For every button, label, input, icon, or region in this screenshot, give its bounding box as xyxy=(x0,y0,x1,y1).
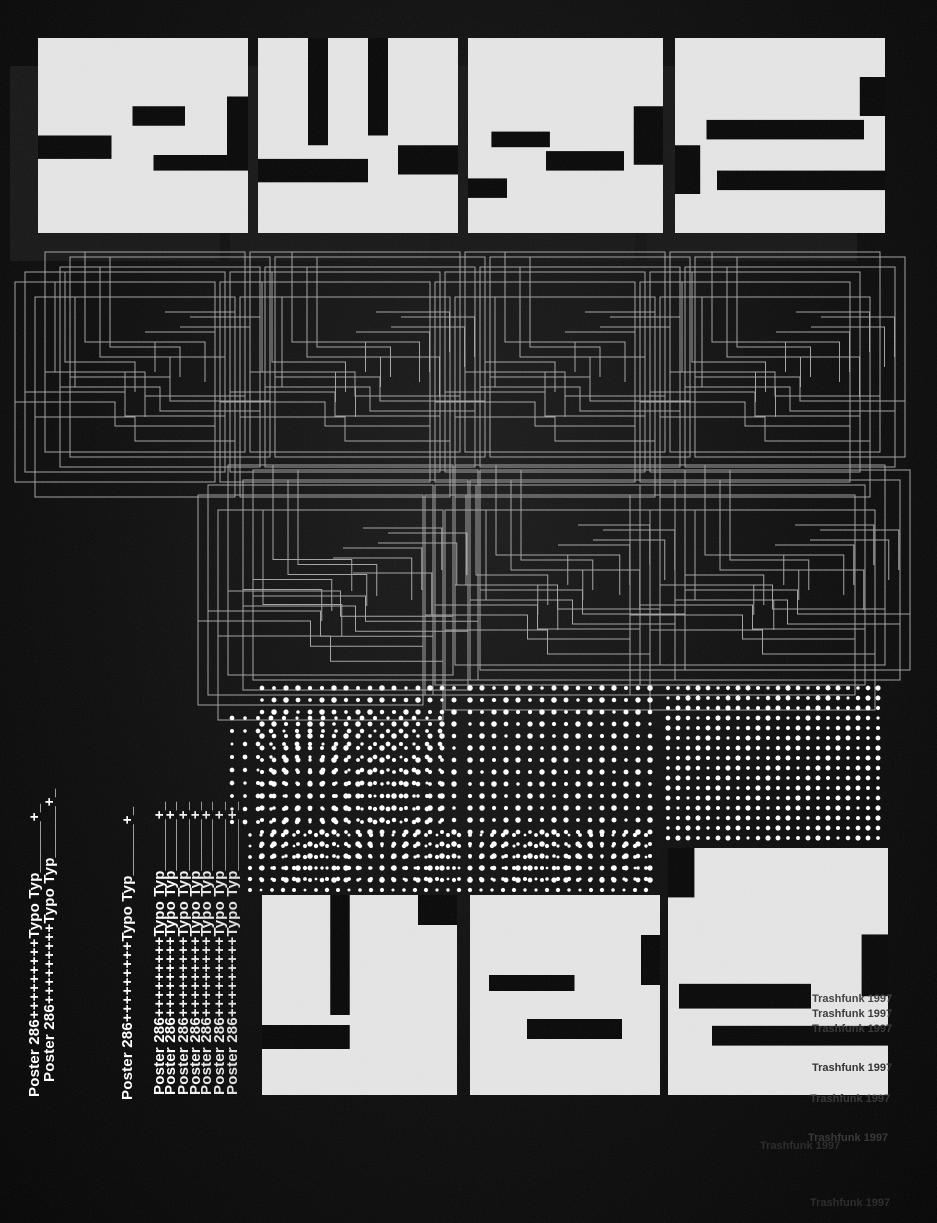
credit-text: Trashfunk 1997 xyxy=(812,1062,893,1074)
credit-text: Trashfunk 1997 xyxy=(810,1197,891,1209)
vertical-caption: Poster 286+++++++++Typo Typ______+_ xyxy=(26,803,43,1097)
vertical-caption: Poster 286+++++++++Typo Typ______+_ xyxy=(41,788,58,1082)
credit-text: Trashfunk 1997 xyxy=(812,1023,893,1035)
vertical-caption: Poster 286+++++++++Typo Typ______+_ xyxy=(119,806,136,1100)
credit-text: Trashfunk 1997 xyxy=(812,993,893,1005)
credit-text: Trashfunk 1997 xyxy=(760,1140,841,1152)
credit-text: Trashfunk 1997 xyxy=(808,1132,889,1144)
vertical-caption: Poster 286+++++++++Typo Typ______+_ xyxy=(224,801,241,1095)
credit-text: Trashfunk 1997 xyxy=(810,1093,891,1105)
credit-text: Trashfunk 1997 xyxy=(812,1008,893,1020)
